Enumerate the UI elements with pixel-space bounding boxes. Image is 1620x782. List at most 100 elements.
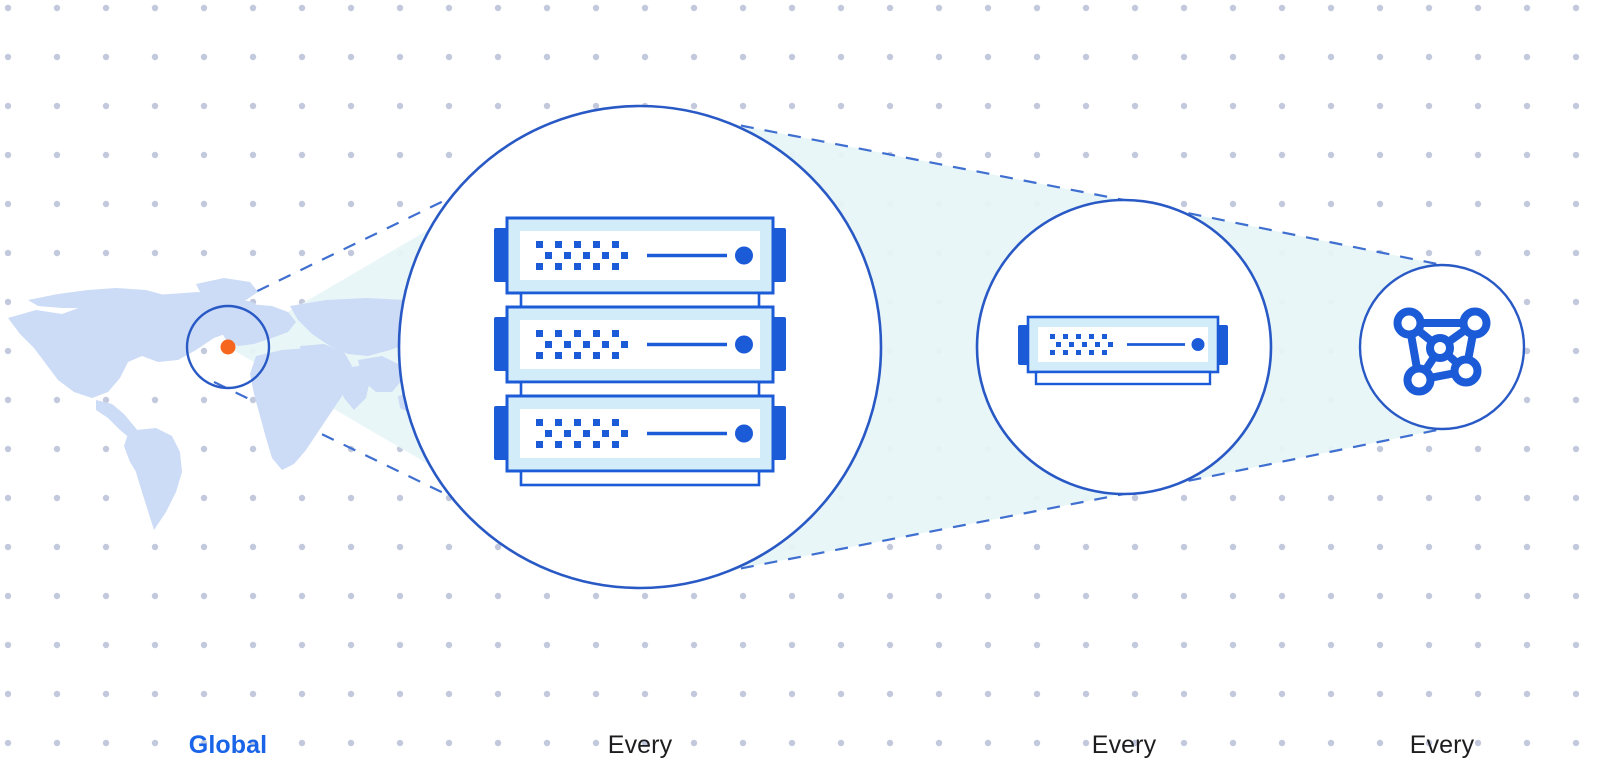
grid-dot	[1523, 543, 1531, 551]
grid-dot	[543, 592, 551, 600]
grid-dot	[1523, 641, 1531, 649]
grid-dot	[1572, 543, 1580, 551]
grid-dot	[1033, 151, 1041, 159]
grid-dot	[1376, 53, 1384, 61]
stage-label-line1: Global	[188, 731, 268, 759]
grid-dot	[298, 4, 306, 12]
grid-dot	[1474, 494, 1482, 502]
grid-dot	[347, 102, 355, 110]
grid-dot	[4, 445, 12, 453]
grid-dot	[1523, 347, 1531, 355]
grid-dot	[1229, 4, 1237, 12]
grid-dot	[1474, 739, 1482, 747]
grid-dot	[396, 641, 404, 649]
grid-dot	[1474, 102, 1482, 110]
grid-dot	[347, 543, 355, 551]
grid-dot	[935, 102, 943, 110]
grid-dot	[396, 543, 404, 551]
grid-dot	[592, 641, 600, 649]
globe-location-pin	[220, 339, 236, 355]
grid-dot	[739, 53, 747, 61]
grid-dot	[886, 102, 894, 110]
grid-dot	[543, 53, 551, 61]
network-mesh-icon	[1393, 307, 1491, 396]
grid-dot	[445, 690, 453, 698]
grid-dot	[886, 641, 894, 649]
grid-dot	[249, 592, 257, 600]
grid-dot	[1278, 739, 1286, 747]
grid-dot	[102, 739, 110, 747]
grid-dot	[298, 53, 306, 61]
grid-dot	[1131, 641, 1139, 649]
grid-dot	[1425, 445, 1433, 453]
grid-dot	[1572, 690, 1580, 698]
grid-dot	[53, 494, 61, 502]
grid-dot	[1082, 543, 1090, 551]
grid-dot	[1229, 200, 1237, 208]
grid-dot	[1572, 4, 1580, 12]
grid-dot	[4, 53, 12, 61]
grid-dot	[984, 641, 992, 649]
grid-dot	[1033, 4, 1041, 12]
grid-dot	[102, 592, 110, 600]
grid-dot	[788, 592, 796, 600]
grid-dot	[1327, 102, 1335, 110]
server-unit-icon	[1018, 315, 1228, 386]
grid-dot	[1572, 102, 1580, 110]
grid-dot	[984, 102, 992, 110]
grid-dot	[1180, 543, 1188, 551]
mesh-node-top-left	[1393, 307, 1425, 339]
grid-dot	[4, 102, 12, 110]
grid-dot	[592, 102, 600, 110]
grid-dot	[984, 690, 992, 698]
grid-dot	[4, 494, 12, 502]
grid-dot	[690, 641, 698, 649]
grid-dot	[494, 53, 502, 61]
server-led-matrix-1	[536, 241, 628, 270]
grid-dot	[396, 4, 404, 12]
grid-dot	[1523, 445, 1531, 453]
grid-dot	[298, 249, 306, 257]
grid-dot	[1180, 690, 1188, 698]
grid-dot	[1425, 53, 1433, 61]
grid-dot	[1572, 298, 1580, 306]
grid-dot	[1327, 592, 1335, 600]
grid-dot	[200, 641, 208, 649]
grid-dot	[200, 592, 208, 600]
grid-dot	[396, 200, 404, 208]
grid-dot	[739, 739, 747, 747]
grid-dot	[641, 53, 649, 61]
grid-dot	[984, 543, 992, 551]
stage-label-line1: Every	[1409, 731, 1475, 759]
grid-dot	[935, 543, 943, 551]
grid-dot	[102, 396, 110, 404]
grid-dot	[151, 4, 159, 12]
stage-label-service: Every service	[1342, 668, 1542, 782]
grid-dot	[1474, 4, 1482, 12]
grid-dot	[1474, 249, 1482, 257]
grid-dot	[1131, 592, 1139, 600]
grid-dot	[1474, 53, 1482, 61]
grid-dot	[1229, 102, 1237, 110]
grid-dot	[1229, 494, 1237, 502]
grid-dot	[984, 592, 992, 600]
grid-dot	[494, 4, 502, 12]
server-led-matrix-single	[1050, 334, 1113, 355]
grid-dot	[641, 690, 649, 698]
grid-dot	[445, 151, 453, 159]
grid-dot	[1131, 4, 1139, 12]
dashed-connector-top	[213, 104, 1443, 313]
grid-dot	[494, 739, 502, 747]
grid-dot	[396, 494, 404, 502]
grid-dot	[935, 690, 943, 698]
grid-dot	[690, 102, 698, 110]
grid-dot	[1474, 151, 1482, 159]
grid-dot	[1131, 543, 1139, 551]
grid-dot	[1327, 690, 1335, 698]
grid-dot	[886, 592, 894, 600]
stage-label-line1: Every	[607, 731, 673, 759]
grid-dot	[984, 151, 992, 159]
mesh-node-center	[1426, 334, 1454, 362]
grid-dot	[1523, 102, 1531, 110]
